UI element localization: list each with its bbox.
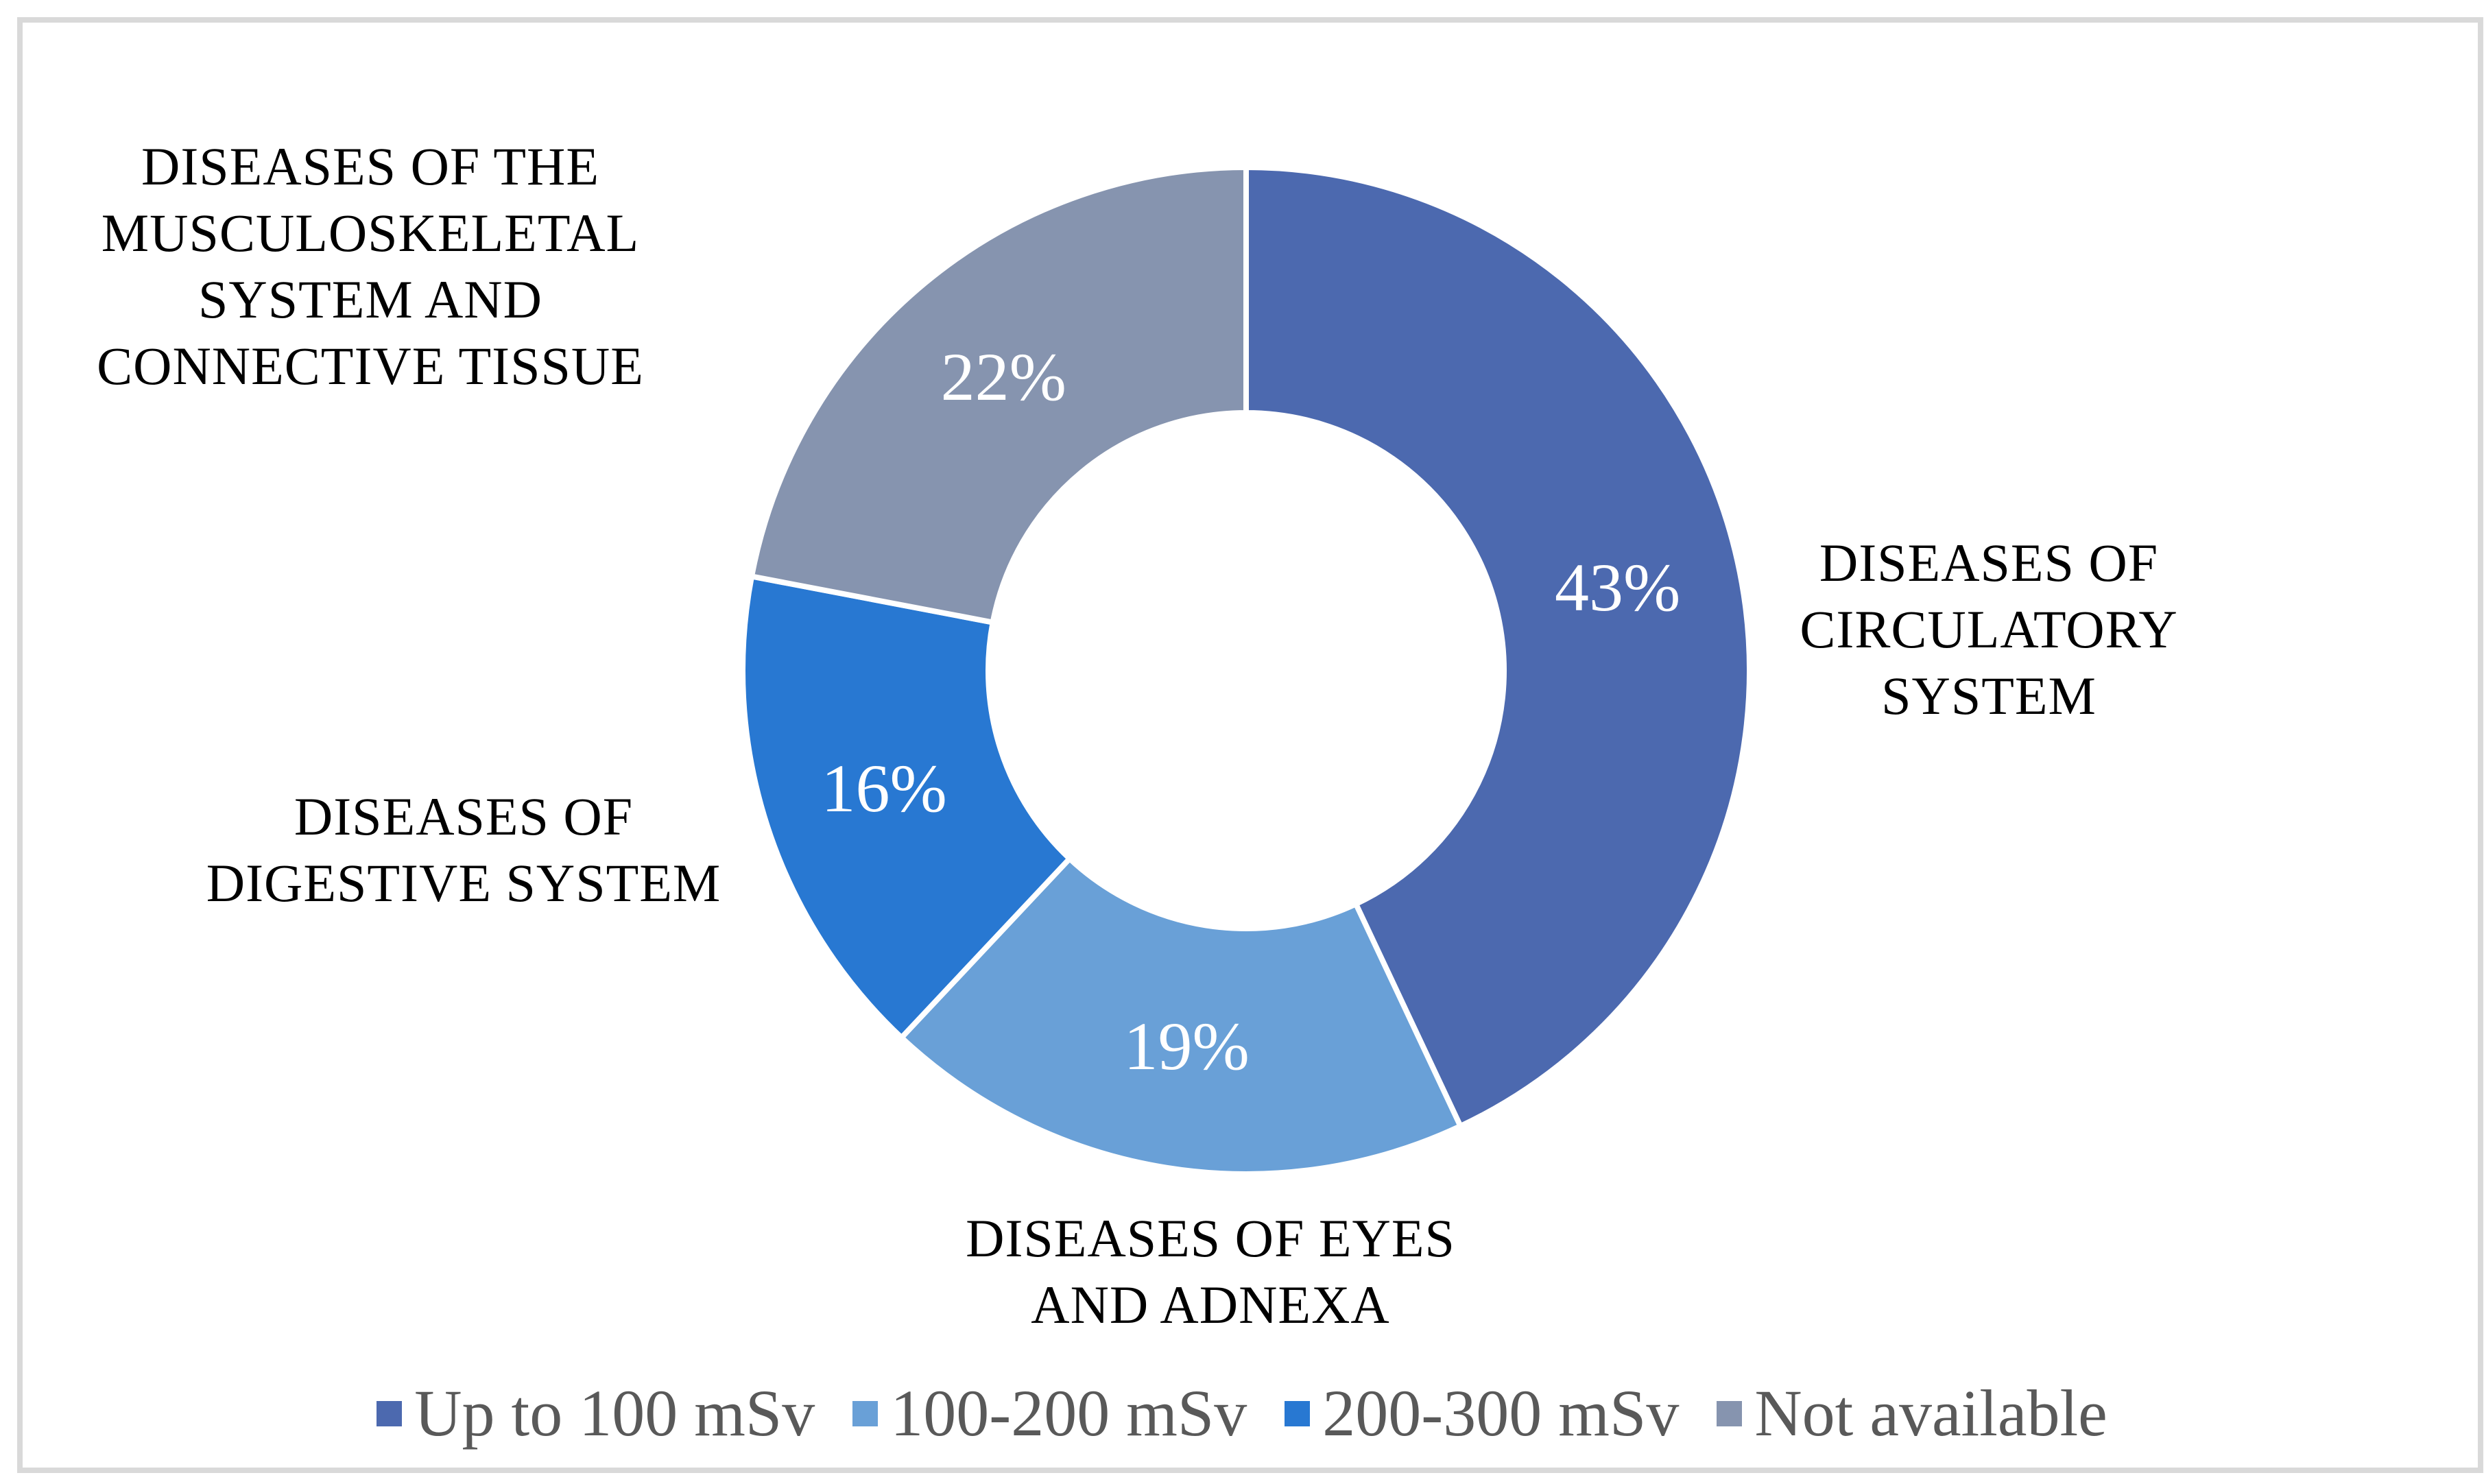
legend-swatch-icon [1717, 1400, 1743, 1426]
legend-item-up-to-100: Up to 100 mSv [377, 1374, 815, 1453]
category-label-line: CONNECTIVE TISSUE [97, 336, 644, 396]
category-label-line: AND ADNEXA [1031, 1275, 1390, 1335]
category-label-digestive: DISEASES OF DIGESTIVE SYSTEM [189, 783, 738, 916]
category-label-line: SYSTEM AND [198, 270, 542, 329]
legend-swatch-icon [377, 1400, 403, 1426]
donut-slice-0 [1243, 165, 1752, 1129]
legend-swatch-icon [852, 1400, 879, 1426]
category-label-line: MUSCULOSKELETAL [101, 203, 640, 263]
legend-label: 100-200 mSv [890, 1376, 1247, 1450]
slice-percent-label-circulatory: 43% [1554, 549, 1681, 625]
chart-legend: Up to 100 mSv 100-200 mSv 200-300 mSv No… [0, 1374, 2484, 1453]
category-label-circulatory: DISEASES OF CIRCULATORY SYSTEM [1715, 529, 2263, 729]
category-label-line: DISEASES OF [1819, 533, 2159, 593]
donut-slice-2 [740, 573, 1073, 1041]
donut-slice-1 [898, 856, 1464, 1177]
category-label-line: DISEASES OF [294, 787, 634, 846]
legend-swatch-icon [1285, 1400, 1311, 1426]
chart-border [17, 17, 2483, 1473]
category-label-musculoskeletal: DISEASES OF THE MUSCULOSKELETAL SYSTEM A… [96, 133, 645, 399]
category-label-line: DISEASES OF EYES [966, 1208, 1455, 1268]
legend-label: Up to 100 mSv [414, 1376, 815, 1450]
category-label-line: CIRCULATORY [1800, 599, 2178, 659]
slice-percent-label-eyes: 19% [1123, 1008, 1250, 1085]
legend-item-100-200: 100-200 mSv [852, 1374, 1247, 1453]
legend-item-200-300: 200-300 mSv [1285, 1374, 1679, 1453]
donut-slice-3 [749, 165, 1249, 625]
legend-label: Not available [1754, 1376, 2107, 1450]
category-label-line: DISEASES OF THE [141, 136, 599, 196]
category-label-eyes: DISEASES OF EYES AND ADNEXA [936, 1205, 1485, 1338]
slice-percent-label-digestive: 16% [821, 750, 947, 826]
category-label-line: SYSTEM [1881, 666, 2097, 726]
legend-label: 200-300 mSv [1322, 1376, 1680, 1450]
slice-percent-label-musculoskeletal: 22% [940, 339, 1066, 416]
legend-item-not-available: Not available [1717, 1374, 2107, 1453]
category-label-line: DIGESTIVE SYSTEM [206, 853, 721, 913]
